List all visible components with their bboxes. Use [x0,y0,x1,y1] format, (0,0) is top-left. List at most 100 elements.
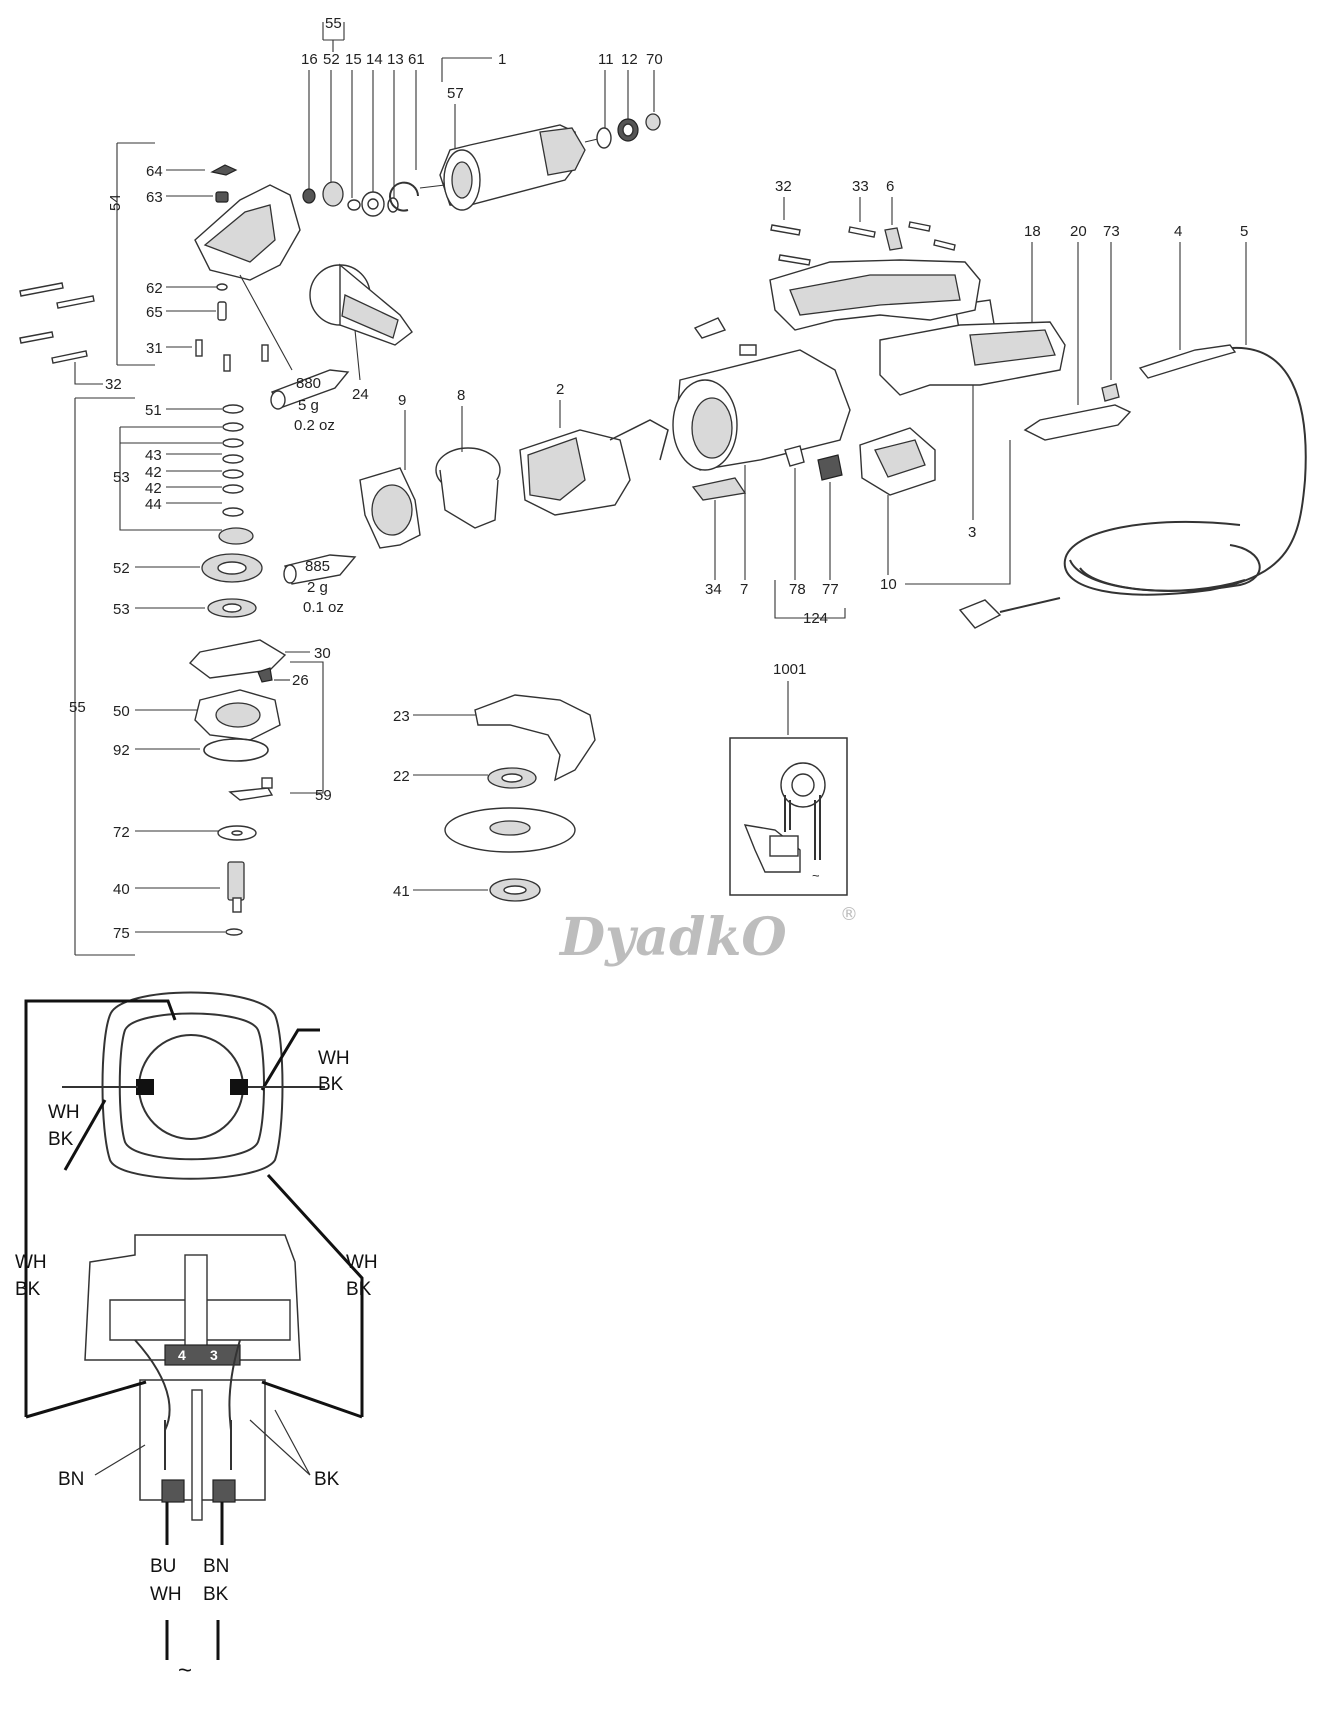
wire-label-bu: BU [150,1556,176,1577]
wire-label-bk2: BK [48,1129,74,1150]
wire-wh-bk-top-right [260,1028,320,1091]
label-885-qty: 2 g [307,579,328,596]
label-55-left: 55 [69,699,86,716]
label-885: 885 [305,558,330,575]
label-73: 73 [1103,223,1120,240]
gear-head-housing [194,184,301,281]
label-9: 9 [398,392,406,409]
stator-wiring-top [101,991,284,1180]
svg-text:4: 4 [178,1347,186,1363]
label-16: 16 [301,51,318,68]
wire-mains-ends [165,1620,220,1660]
label-53-gear: 53 [113,601,130,618]
label-92: 92 [113,742,130,759]
label-52-gear: 52 [113,560,130,577]
power-cord [958,344,1307,629]
label-26: 26 [292,672,309,689]
bracket-54 [116,142,155,366]
leader-1 [441,57,492,82]
label-124: 124 [803,610,828,627]
label-10: 10 [880,576,897,593]
label-880-oz: 0.2 oz [294,417,335,434]
label-55: 55 [325,15,342,32]
label-30: 30 [314,645,331,662]
label-77: 77 [822,581,839,598]
label-52: 52 [323,51,340,68]
label-72: 72 [113,824,130,841]
leader-lines-top [308,70,417,202]
label-42b: 42 [145,480,162,497]
wire-wh-bk-top-left [63,1099,107,1171]
handle-housing-top [769,259,981,331]
label-18: 18 [1024,223,1041,240]
label-3: 3 [968,524,976,541]
label-7: 7 [740,581,748,598]
label-59: 59 [315,787,332,804]
label-53-bracket: 53 [113,469,130,486]
wire-left-loop [24,999,177,1417]
wire-label-bk1: BK [318,1074,344,1095]
wiring-schematic-thumbnail: ~ [729,737,848,896]
label-62: 62 [146,280,163,297]
wire-left-to-switch [25,1380,147,1419]
label-32-top: 32 [775,178,792,195]
wire-label-wh1: WH [318,1048,350,1069]
label-61: 61 [408,51,425,68]
svg-text:3: 3 [210,1347,218,1363]
grinding-disc [444,807,576,853]
label-50: 50 [113,703,130,720]
label-885-oz: 0.1 oz [303,599,344,616]
wire-label-bk-right: BK [314,1469,340,1490]
label-65: 65 [146,304,163,321]
label-57: 57 [447,85,464,102]
wire-label-bk4: BK [346,1279,372,1300]
wire-label-bk3: BK [15,1279,41,1300]
watermark-logo: DyadkO [558,907,787,968]
label-8: 8 [457,387,465,404]
label-14: 14 [366,51,383,68]
label-41: 41 [393,883,410,900]
wire-label-wh4: WH [346,1252,378,1273]
label-880: 880 [296,375,321,392]
svg-text:~: ~ [812,868,820,883]
label-75: 75 [113,925,130,942]
label-70: 70 [646,51,663,68]
label-15: 15 [345,51,362,68]
label-1: 1 [498,51,506,68]
label-2: 2 [556,381,564,398]
label-64: 64 [146,163,163,180]
label-43: 43 [145,447,162,464]
label-6: 6 [886,178,894,195]
wire-mains-leads [165,1502,224,1545]
label-32-left: 32 [105,376,122,393]
label-20: 20 [1070,223,1087,240]
bracket-55-top [322,22,345,52]
label-33: 33 [852,178,869,195]
side-handle [309,263,413,346]
ac-symbol: ~ [178,1657,192,1684]
wire-label-bn: BN [203,1556,229,1577]
label-42a: 42 [145,464,162,481]
wire-right-loop [266,1173,364,1417]
label-78: 78 [789,581,806,598]
wire-right-to-switch [261,1380,363,1419]
stator-part [519,419,669,516]
wire-label-bn-left: BN [58,1469,84,1490]
wire-label-wh5: WH [150,1584,182,1605]
label-880-qty: 5 g [298,397,319,414]
label-34: 34 [705,581,722,598]
label-13: 13 [387,51,404,68]
label-31: 31 [146,340,163,357]
label-11: 11 [598,51,614,68]
label-51: 51 [145,402,162,419]
bracket-55 [74,397,135,956]
fan-part [435,447,501,529]
watermark-registered: ® [840,904,858,925]
label-23: 23 [393,708,410,725]
label-5: 5 [1240,223,1248,240]
label-44: 44 [145,496,162,513]
label-24: 24 [352,386,369,403]
wire-label-wh2: WH [48,1102,80,1123]
label-12: 12 [621,51,638,68]
